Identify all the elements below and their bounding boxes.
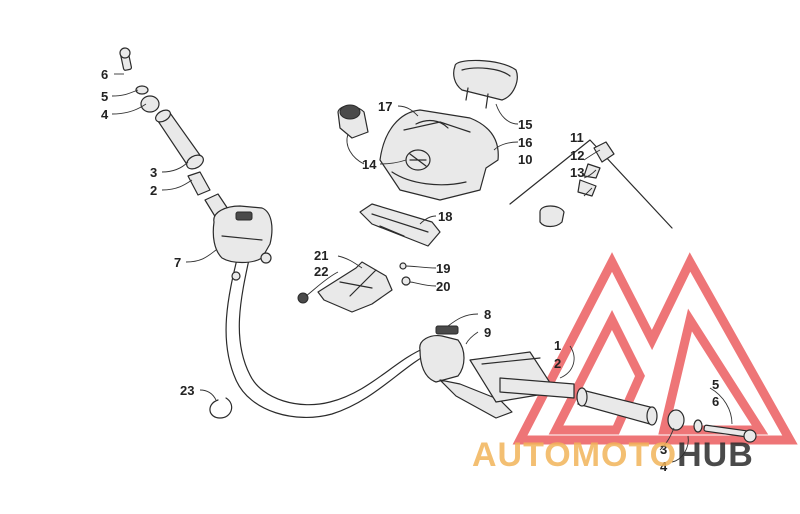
callout-23: 23 [180, 383, 194, 398]
callout-4-right: 4 [660, 459, 668, 474]
callout-5-right: 5 [712, 377, 719, 392]
callout-17: 17 [378, 99, 392, 114]
callout-14: 14 [362, 157, 377, 172]
callout-4: 4 [101, 107, 109, 122]
callout-19: 19 [436, 261, 450, 276]
callout-3: 3 [150, 165, 157, 180]
grommet-part-22 [297, 292, 309, 304]
watermark-text-auto: AUTO [472, 436, 572, 474]
callout-6: 6 [101, 67, 108, 82]
grip-part-3-right [577, 389, 655, 425]
callout-9: 9 [484, 325, 491, 340]
screw-part-19 [399, 262, 407, 270]
callout-labels: 6 5 4 3 2 7 17 14 15 16 10 11 12 13 18 2… [101, 67, 719, 474]
callout-21: 21 [314, 248, 328, 263]
cover-part-16 [379, 109, 499, 201]
mount-bracket-part-21 [317, 261, 393, 313]
bracket-part-18 [359, 203, 441, 247]
watermark-text-hub: HUB [677, 436, 754, 474]
callout-11: 11 [570, 130, 584, 145]
instrument-cluster-assembly [297, 59, 518, 313]
switch-group [509, 139, 673, 229]
callout-13: 13 [570, 165, 584, 180]
callout-5: 5 [101, 89, 108, 104]
callout-16: 16 [518, 135, 532, 150]
svg-text:AUTOMOTOHUB: AUTOMOTOHUB [472, 436, 754, 474]
callout-1: 1 [554, 338, 561, 353]
throttle-housing-part-9 [419, 335, 465, 383]
nut-part-20 [401, 276, 411, 286]
right-control-assembly [419, 325, 757, 443]
grip-tube-part-2 [187, 171, 211, 196]
handlebar-tube [225, 254, 433, 418]
watermark-text-moto: MOTO [572, 436, 677, 474]
switch-housing-part-7 [212, 205, 273, 264]
clip-part-23 [209, 397, 233, 419]
switch-knob-part-10 [539, 205, 565, 228]
watermark-wordmark: AUTOMOTOHUB [472, 436, 754, 474]
callout-20: 20 [436, 279, 450, 294]
callout-6-right: 6 [712, 394, 719, 409]
callout-12: 12 [570, 148, 584, 163]
callout-7: 7 [174, 255, 181, 270]
meter-part-15 [453, 59, 518, 101]
callout-8: 8 [484, 307, 491, 322]
callout-18: 18 [438, 209, 452, 224]
leader-lines [111, 73, 733, 463]
callout-22: 22 [314, 264, 328, 279]
left-grip-assembly [119, 47, 273, 281]
bar-end-part-4 [140, 95, 160, 113]
washer-part-5 [135, 85, 149, 95]
brake-lever [439, 379, 513, 419]
callout-2: 2 [150, 183, 157, 198]
bar-end-part-4-right [667, 409, 685, 431]
callout-3-right: 3 [660, 442, 667, 457]
callout-15: 15 [518, 117, 532, 132]
callout-2-right: 2 [554, 356, 561, 371]
callout-10: 10 [518, 152, 532, 167]
